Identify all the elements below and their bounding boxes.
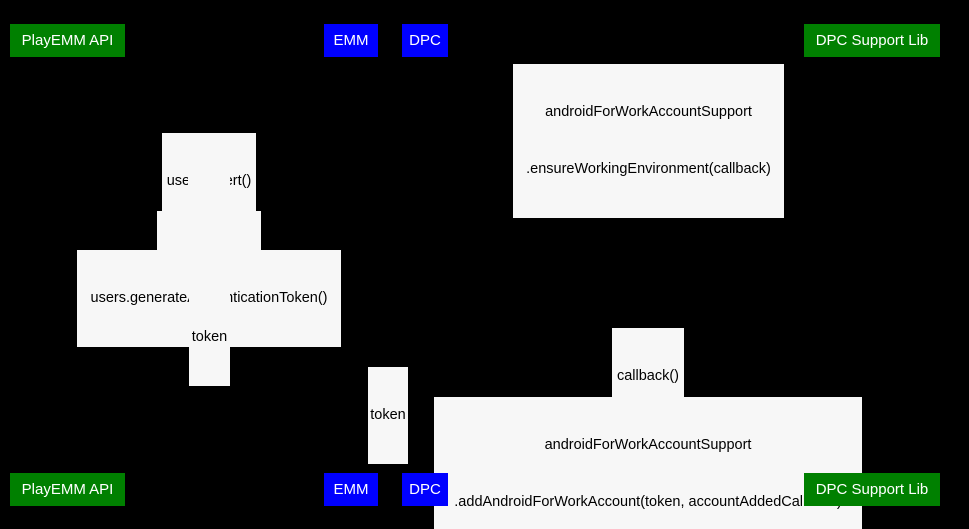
message-add-android-for-work-account[interactable]: androidForWorkAccountSupport .addAndroid… <box>434 397 862 529</box>
actor-label: EMM <box>333 32 369 49</box>
message-line-1: androidForWorkAccountSupport <box>544 437 752 453</box>
message-line-1: callback() <box>616 368 680 384</box>
actor-label: DPC <box>409 32 441 49</box>
actor-label: DPC Support Lib <box>815 481 929 498</box>
message-line-1: token <box>191 329 228 345</box>
message-line-2: .ensureWorkingEnvironment(callback) <box>526 161 771 177</box>
actor-header-dpc-support-lib[interactable]: DPC Support Lib <box>804 24 940 57</box>
message-ensure-working-environment[interactable]: androidForWorkAccountSupport .ensureWork… <box>513 64 784 218</box>
actor-footer-dpc[interactable]: DPC <box>402 473 448 506</box>
actor-header-emm[interactable]: EMM <box>324 24 378 57</box>
message-line-2: .addAndroidForWorkAccount(token, account… <box>454 494 842 510</box>
message-line-1: androidForWorkAccountSupport <box>545 104 752 120</box>
actor-header-dpc[interactable]: DPC <box>402 24 448 57</box>
actor-footer-playemm-api[interactable]: PlayEMM API <box>10 473 125 506</box>
actor-label: PlayEMM API <box>21 481 114 498</box>
actor-label: DPC Support Lib <box>815 32 929 49</box>
actor-footer-dpc-support-lib[interactable]: DPC Support Lib <box>804 473 940 506</box>
message-line-1: token <box>370 407 406 423</box>
message-token-to-emm[interactable]: token <box>189 289 230 386</box>
actor-label: DPC <box>409 481 441 498</box>
actor-header-playemm-api[interactable]: PlayEMM API <box>10 24 125 57</box>
message-token-to-dpc[interactable]: token <box>368 367 408 464</box>
actor-footer-emm[interactable]: EMM <box>324 473 378 506</box>
actor-label: EMM <box>333 481 369 498</box>
actor-label: PlayEMM API <box>21 32 114 49</box>
